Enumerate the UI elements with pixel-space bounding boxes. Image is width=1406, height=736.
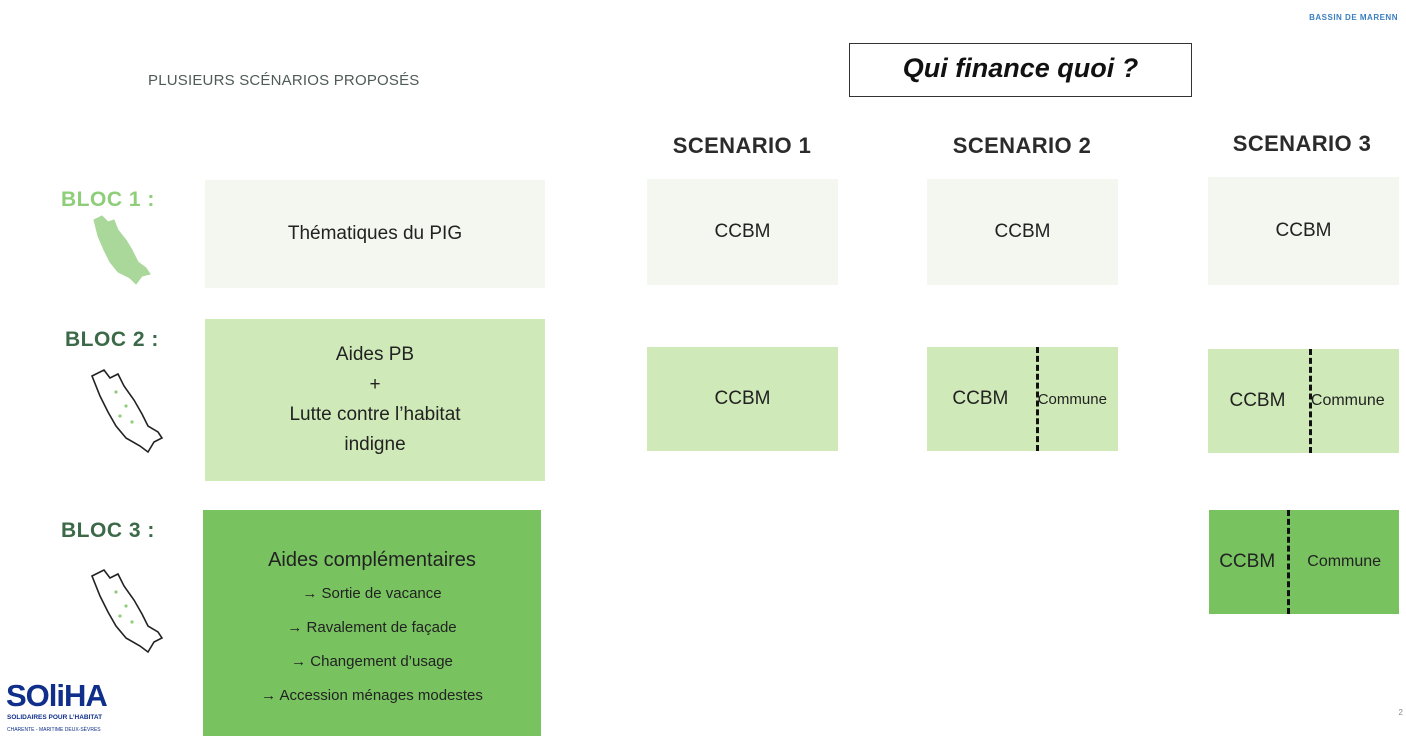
cell-s3-b3-right: Commune — [1307, 553, 1382, 570]
bloc-2-content: Aides PB + Lutte contre l’habitat indign… — [205, 319, 545, 481]
outline-map-icon — [90, 568, 164, 654]
bloc-3-label: BLOC 3 : — [61, 519, 155, 542]
filled-map-icon — [93, 215, 151, 285]
cell-s1-b1-text: CCBM — [714, 221, 771, 242]
bloc-1-text: Thématiques du PIG — [287, 223, 463, 244]
bloc-2-line-4: indigne — [344, 434, 406, 455]
bloc-3-item-1: → Sortie de vacance — [302, 585, 442, 602]
bloc-2-line-1: Aides PB — [335, 344, 415, 365]
cell-s3-b2: CCBM Commune — [1208, 349, 1399, 453]
cell-s1-b1: CCBM — [647, 179, 838, 285]
logo-tagline: SOLIDAIRES POUR L’HABITAT — [7, 714, 103, 721]
outline-map-icon — [90, 368, 164, 454]
cell-s1-b2-text: CCBM — [714, 388, 771, 409]
soliha-logo: SOliHA — [6, 678, 108, 713]
cell-s2-b1-text: CCBM — [994, 221, 1051, 242]
bloc-3-content: Aides complémentaires → Sortie de vacanc… — [203, 510, 541, 736]
bloc-3-title: Aides complémentaires — [268, 549, 476, 571]
split-divider — [1287, 510, 1290, 614]
cell-s2-b1: CCBM — [927, 179, 1118, 285]
page-number: 2 — [1398, 708, 1403, 717]
cell-s2-b2-left: CCBM — [952, 388, 1009, 409]
scenario-1-header: SCENARIO 1 — [672, 133, 812, 158]
scenario-2-header: SCENARIO 2 — [952, 133, 1092, 158]
bloc-2-line-2: + — [369, 374, 381, 395]
cell-s3-b2-right: Commune — [1310, 392, 1385, 409]
cell-s3-b2-left: CCBM — [1229, 390, 1286, 411]
bloc-3-item-2: → Ravalement de façade — [287, 619, 457, 636]
top-right-label: BASSIN DE MARENN — [1309, 13, 1398, 22]
cell-s2-b2: CCBM Commune — [927, 347, 1118, 451]
cell-s3-b3: CCBM Commune — [1209, 510, 1399, 614]
bloc-2-label: BLOC 2 : — [65, 328, 159, 351]
bloc-3-item-3: → Changement d’usage — [291, 653, 453, 670]
cell-s3-b1-text: CCBM — [1275, 220, 1332, 241]
split-divider — [1309, 349, 1312, 453]
cell-s3-b3-left: CCBM — [1219, 551, 1276, 572]
bloc-2-line-3: Lutte contre l’habitat — [289, 404, 461, 425]
cell-s3-b1: CCBM — [1208, 177, 1399, 285]
scenario-3-header: SCENARIO 3 — [1232, 131, 1372, 156]
bloc-3-item-4: → Accession ménages modestes — [261, 687, 483, 704]
page-title: Qui finance quoi ? — [902, 52, 1139, 83]
cell-s1-b2: CCBM — [647, 347, 838, 451]
split-divider — [1036, 347, 1039, 451]
cell-s2-b2-right: Commune — [1037, 390, 1107, 408]
logo-region: CHARENTE - MARITIME DEUX-SÈVRES — [7, 727, 101, 733]
bloc-1-content: Thématiques du PIG — [205, 180, 545, 288]
bloc-1-label: BLOC 1 : — [61, 188, 155, 211]
subtitle: PLUSIEURS SCÉNARIOS PROPOSÉS — [148, 72, 420, 89]
title-box: Qui finance quoi ? — [849, 43, 1192, 97]
